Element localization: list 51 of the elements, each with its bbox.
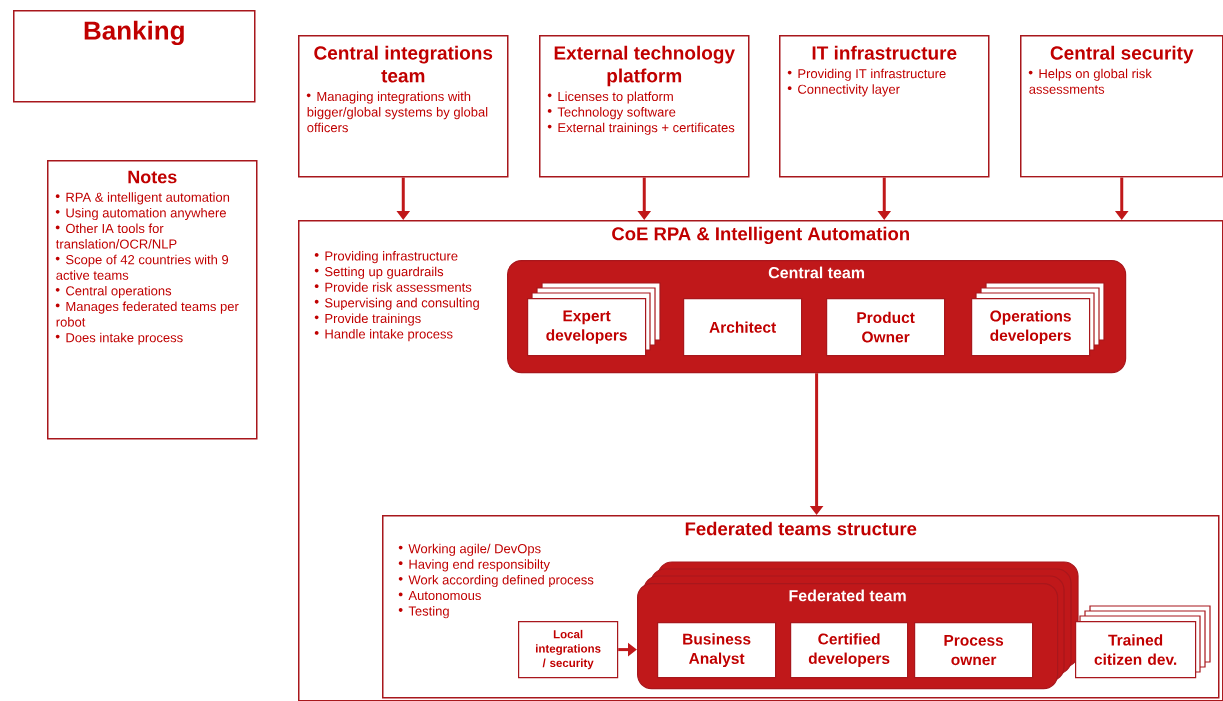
bullet-item: Work according defined process	[398, 574, 594, 588]
box-heading: Banking	[84, 20, 184, 46]
text-box	[539, 35, 750, 178]
bullet-item: RPA & intelligent automation	[55, 192, 230, 205]
box-heading: Notes	[128, 170, 177, 184]
bullet-item: Managing integrations with bigger/global systems by global officers	[306, 91, 488, 133]
bullet-item: Scope of 42 countries with 9 active teams	[55, 254, 229, 280]
bullet-item: Setting up guardrails	[314, 266, 444, 279]
role-box: Certified developers	[790, 622, 909, 679]
bullet-item: Provide risk assessments	[314, 282, 472, 292]
role-box: Expert developers	[527, 298, 647, 357]
box-heading: Central integrations team	[314, 45, 493, 83]
role-box: Business Analyst	[657, 622, 777, 679]
box-heading: Central security	[1050, 45, 1194, 64]
bullet-item: Handle intake process	[314, 329, 453, 342]
team-heading: Central team	[768, 266, 865, 279]
text-box	[298, 35, 509, 178]
bullet-item: Using automation anywhere	[55, 207, 226, 221]
bullet-item: Supervising and consulting	[314, 297, 479, 310]
bullet-item: Central operations	[55, 285, 172, 299]
role-box: Architect	[683, 298, 803, 357]
role-box: Local integrations / security	[518, 621, 619, 679]
text-box	[1020, 35, 1223, 178]
bullet-item: Other IA tools for translation/OCR/NLP	[55, 223, 177, 249]
panel-heading: Federated teams structure	[685, 521, 917, 536]
bullet-item: Having end responsibilty	[398, 559, 550, 572]
text-box	[47, 160, 258, 440]
bullet-item: External trainings + certificates	[547, 122, 735, 135]
bullet-item: Manages federated teams per robot	[55, 301, 239, 327]
bullet-item: Testing	[398, 606, 449, 619]
bullet-item: Providing infrastructure	[314, 251, 458, 264]
bullet-item: Technology software	[547, 107, 676, 120]
role-box: Process owner	[914, 622, 1034, 679]
bullet-item: Connectivity layer	[787, 84, 900, 97]
role-box: Trained citizen dev.	[1075, 621, 1197, 679]
panel-heading: CoE RPA & Intelligent Automation	[612, 226, 909, 245]
bullet-item: Autonomous	[398, 591, 481, 601]
panel-box	[382, 515, 1220, 699]
bullet-item: Provide trainings	[314, 313, 421, 326]
bullet-item: Licenses to platform	[547, 91, 673, 104]
bullet-item: Working agile/ DevOps	[398, 543, 541, 556]
bullet-item: Providing IT infrastructure	[787, 68, 946, 81]
text-box	[779, 35, 990, 178]
bullet-item: Does intake process	[55, 332, 183, 345]
title-box	[13, 10, 256, 103]
bullet-item: Helps on global risk assessments	[1028, 68, 1152, 94]
team-heading: Federated team	[789, 589, 906, 602]
role-box: Product Owner	[826, 298, 946, 357]
role-box: Operations developers	[971, 298, 1091, 357]
box-heading: External technology platform	[554, 45, 735, 87]
box-heading: IT infrastructure	[812, 45, 957, 60]
